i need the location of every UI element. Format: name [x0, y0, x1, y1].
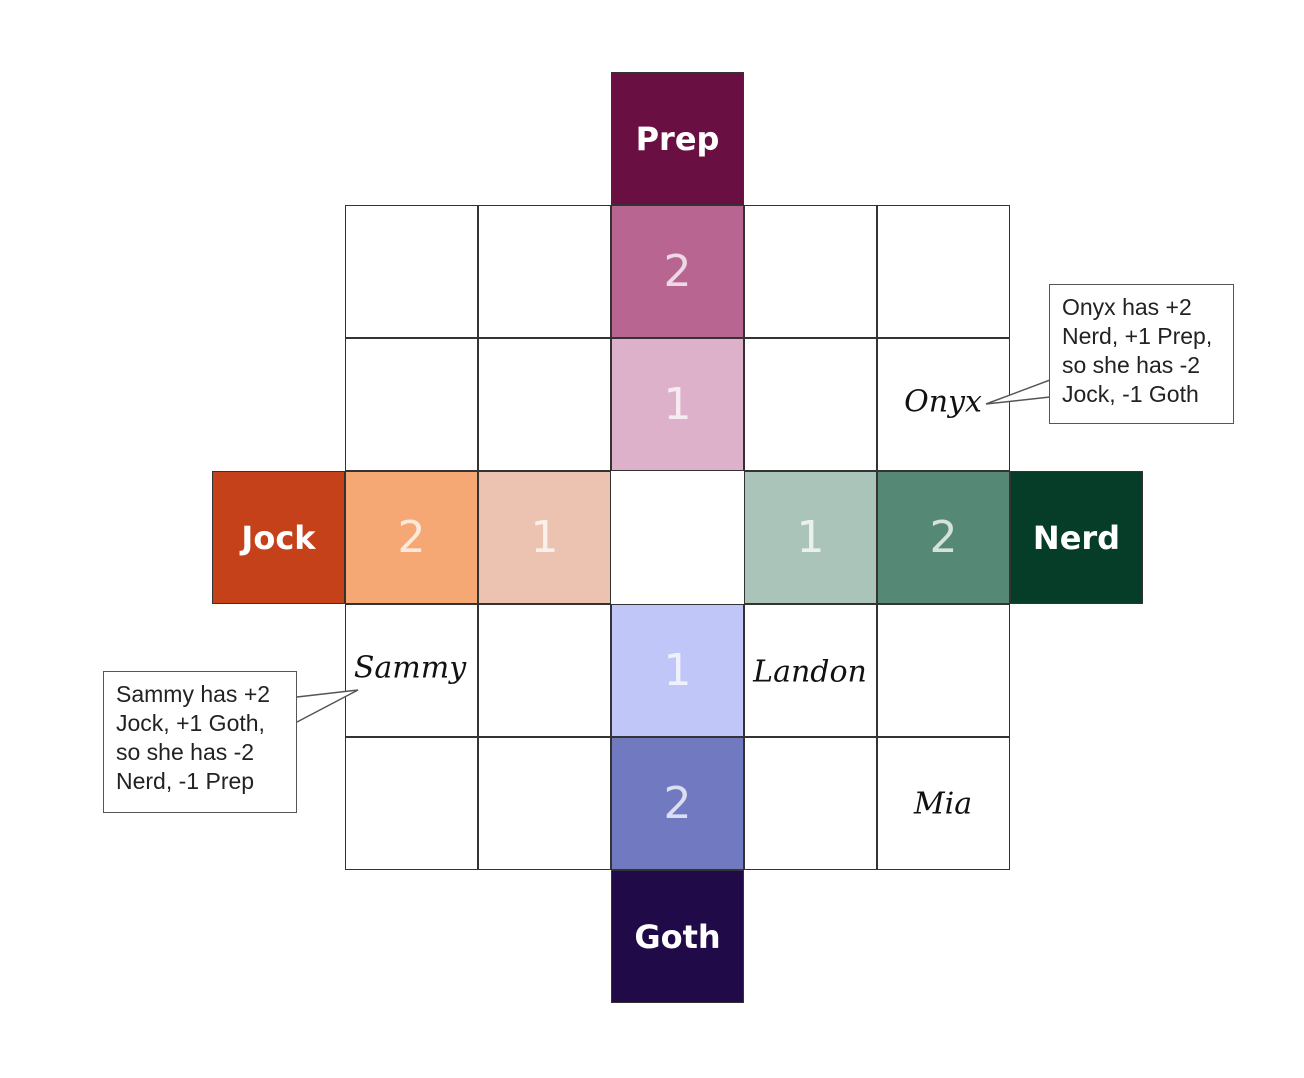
- name-landon: Landon: [753, 654, 867, 690]
- callout-line: Jock, +1 Goth,: [116, 710, 265, 736]
- axis-jock: Jock: [212, 471, 345, 604]
- nerd-step-1: 1: [744, 471, 877, 604]
- grid-cell: [744, 604, 877, 737]
- axis-prep: Prep: [611, 72, 744, 205]
- callout-line: Onyx has +2: [1062, 294, 1192, 320]
- axis-nerd: Nerd: [1010, 471, 1143, 604]
- nerd-step-2: 2: [877, 471, 1010, 604]
- grid-cell: [478, 338, 611, 471]
- goth-step-2: 2: [611, 737, 744, 870]
- sammy-pointer: [296, 689, 359, 723]
- axis-goth: Goth: [611, 870, 744, 1003]
- grid-cell: [345, 737, 478, 870]
- onyx-callout: Onyx has +2 Nerd, +1 Prep, so she has -2…: [1049, 284, 1234, 424]
- grid-cell: [345, 338, 478, 471]
- onyx-pointer: [985, 379, 1051, 405]
- callout-line: so she has -2: [116, 739, 255, 765]
- prep-step-2: 2: [611, 205, 744, 338]
- grid-cell: [877, 737, 1010, 870]
- grid-cell: [478, 205, 611, 338]
- grid-cell: [345, 604, 478, 737]
- grid-cell: [877, 338, 1010, 471]
- name-sammy: Sammy: [353, 650, 467, 686]
- grid-cell: [345, 205, 478, 338]
- grid-cell: [744, 338, 877, 471]
- callout-line: so she has -2: [1062, 352, 1201, 378]
- callout-line: Jock, -1 Goth: [1062, 381, 1199, 407]
- callout-line: Nerd, +1 Prep,: [1062, 323, 1213, 349]
- grid-cell: [478, 604, 611, 737]
- jock-step-1: 1: [478, 471, 611, 604]
- grid-cell: [877, 604, 1010, 737]
- grid-cell: [744, 737, 877, 870]
- callout-line: Nerd, -1 Prep: [116, 768, 255, 794]
- grid-cell: [744, 205, 877, 338]
- name-mia: Mia: [913, 786, 973, 822]
- grid-cell: [877, 205, 1010, 338]
- sammy-callout: Sammy has +2 Jock, +1 Goth, so she has -…: [103, 671, 297, 813]
- goth-step-1: 1: [611, 604, 744, 737]
- grid-cell: [478, 737, 611, 870]
- name-onyx: Onyx: [904, 384, 982, 420]
- prep-step-1: 1: [611, 338, 744, 471]
- jock-step-2: 2: [345, 471, 478, 604]
- callout-line: Sammy has +2: [116, 681, 271, 707]
